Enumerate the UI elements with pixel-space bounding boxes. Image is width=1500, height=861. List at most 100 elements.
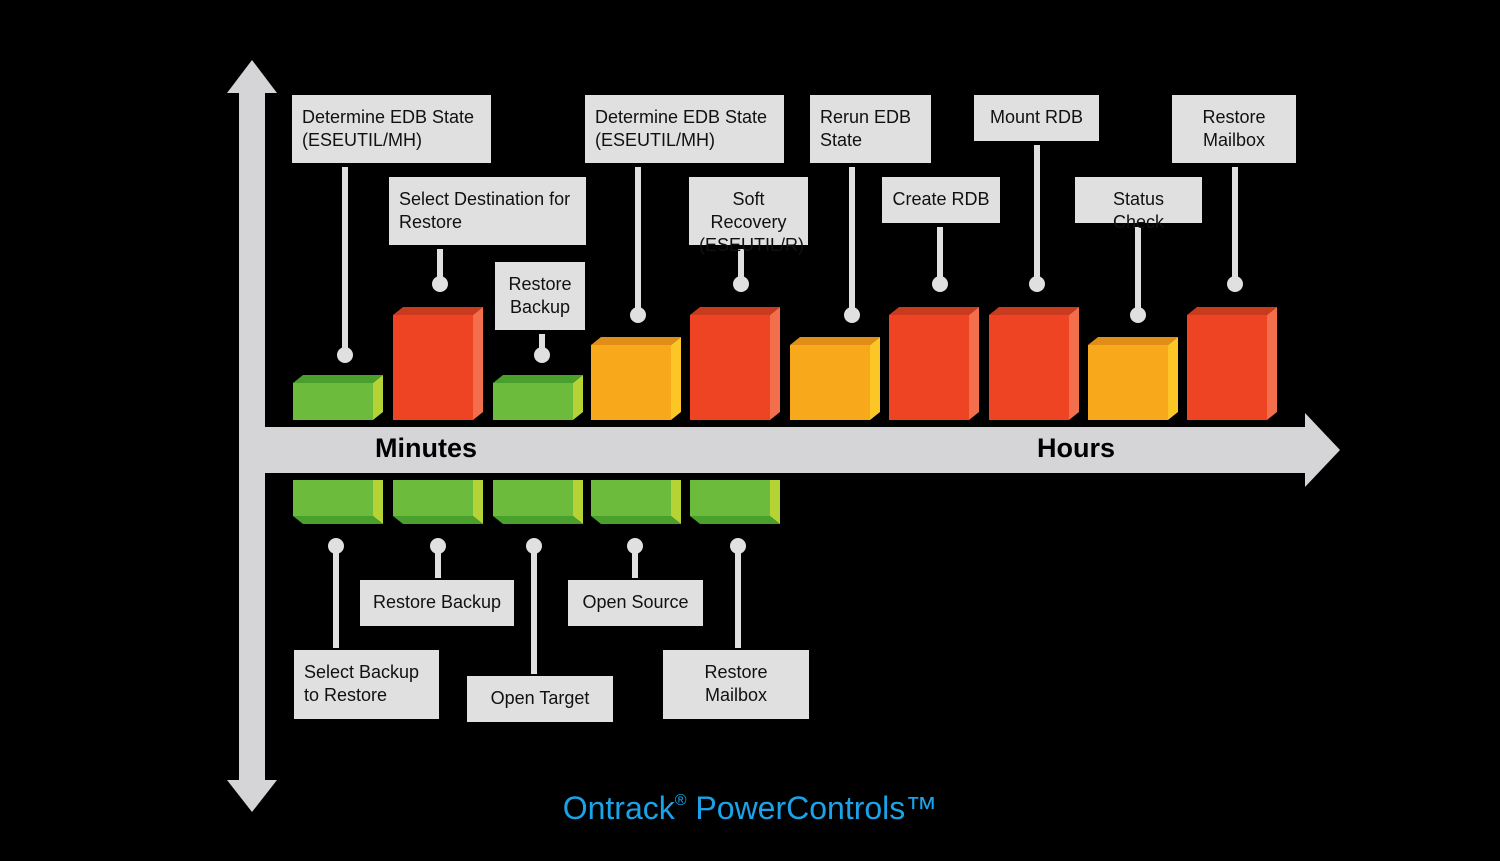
connector-u7-dot — [932, 276, 948, 292]
connector-u6-dot — [844, 307, 860, 323]
bar-u2 — [393, 307, 483, 420]
bar-u10-side — [1267, 307, 1277, 420]
axes — [227, 60, 1340, 812]
bar-u6-top — [790, 337, 880, 345]
connector-u3-dot — [534, 347, 550, 363]
step-label-line: Backup — [509, 297, 571, 317]
bar-u7-side — [969, 307, 979, 420]
bar-u6-front — [790, 345, 870, 420]
bar-l3-bottom — [493, 516, 583, 524]
bar-l2-bottom — [393, 516, 483, 524]
step-label-line: Create RDB — [892, 189, 990, 209]
step-label-line: (ESEUTIL/R) — [699, 235, 805, 255]
bar-u1-front — [293, 383, 373, 420]
bar-l3-front — [493, 480, 573, 516]
connector-l1-dot — [328, 538, 344, 554]
connector-u2-dot — [432, 276, 448, 292]
bar-u6-side — [870, 337, 880, 420]
bar-u9-front — [1088, 345, 1168, 420]
bar-u4-side — [671, 337, 681, 420]
bar-u5 — [690, 307, 780, 420]
bar-u6 — [790, 337, 880, 420]
bar-u9 — [1088, 337, 1178, 420]
bar-u7-front — [889, 315, 969, 420]
step-label-u7: Create RDB — [882, 177, 1000, 223]
bar-u3 — [493, 375, 583, 420]
bar-l1-bottom — [293, 516, 383, 524]
step-label-line: Soft Recovery — [710, 189, 787, 232]
brand-product: PowerControls™ — [695, 790, 938, 826]
brand-name: Ontrack — [562, 790, 675, 826]
step-label-line: Restore — [399, 212, 463, 232]
connectors — [328, 145, 1243, 674]
step-label-line: Restore — [1202, 107, 1266, 127]
step-label-l2: Restore Backup — [360, 580, 514, 626]
bar-u3-top — [493, 375, 583, 383]
bar-l3-side — [573, 480, 583, 524]
step-label-u5: Soft Recovery (ESEUTIL/R) — [689, 177, 808, 255]
bar-u8 — [989, 307, 1079, 420]
bar-u3-side — [573, 375, 583, 420]
bar-u8-side — [1069, 307, 1079, 420]
bar-u8-front — [989, 315, 1069, 420]
registered-mark: ® — [674, 792, 687, 809]
step-label-line: (ESEUTIL/MH) — [302, 130, 423, 150]
bar-u1-side — [373, 375, 383, 420]
bar-u9-side — [1168, 337, 1178, 420]
connector-u1-dot — [337, 347, 353, 363]
bar-u4 — [591, 337, 681, 420]
connector-u8-dot — [1029, 276, 1045, 292]
bar-l4-side — [671, 480, 681, 524]
step-label-line: Restore Backup — [372, 592, 502, 612]
connector-u5-dot — [733, 276, 749, 292]
bar-u1-top — [293, 375, 383, 383]
bar-u2-front — [393, 315, 473, 420]
bar-l3 — [493, 480, 583, 524]
time-axis-arrow — [265, 413, 1340, 487]
vertical-axis-arrow — [227, 60, 277, 812]
bar-l1-side — [373, 480, 383, 524]
step-label-l4: Open Source — [568, 580, 703, 626]
connector-l5-dot — [730, 538, 746, 554]
step-label-u9: Status Check — [1075, 177, 1202, 232]
bar-u10-top — [1187, 307, 1277, 315]
connector-u9-dot — [1130, 307, 1146, 323]
bar-l4 — [591, 480, 681, 524]
bar-u2-side — [473, 307, 483, 420]
bar-l2-front — [393, 480, 473, 516]
step-label-line: Restore — [704, 662, 768, 682]
bar-l5-side — [770, 480, 780, 524]
bar-l5-front — [690, 480, 770, 516]
step-label-l3: Open Target — [467, 676, 613, 722]
bar-u7 — [889, 307, 979, 420]
bar-l1 — [293, 480, 383, 524]
connector-l2-dot — [430, 538, 446, 554]
bar-u4-front — [591, 345, 671, 420]
bar-u5-front — [690, 315, 770, 420]
step-label-line: (ESEUTIL/MH) — [595, 130, 716, 150]
bars — [293, 307, 1277, 524]
step-label-u1: Determine EDB State (ESEUTIL/MH) — [292, 95, 491, 163]
bar-u1 — [293, 375, 383, 420]
step-label-u4: Determine EDB State(ESEUTIL/MH) — [585, 95, 784, 163]
step-label-line: State — [820, 130, 863, 150]
connector-u10-dot — [1227, 276, 1243, 292]
step-label-line: Open Source — [582, 592, 689, 612]
step-label-line: Mailbox — [1202, 130, 1266, 150]
step-label-line: Determine EDB State — [302, 107, 475, 127]
bar-u5-side — [770, 307, 780, 420]
step-label-line: Restore — [508, 274, 572, 294]
connector-u4-dot — [630, 307, 646, 323]
bar-l2-side — [473, 480, 483, 524]
step-label-line: Select Backup — [304, 662, 420, 682]
bar-u9-top — [1088, 337, 1178, 345]
bar-u10 — [1187, 307, 1277, 420]
hours-label: Hours — [1037, 433, 1116, 463]
bar-u2-top — [393, 307, 483, 315]
step-label-line: Select Destination for — [399, 189, 571, 209]
